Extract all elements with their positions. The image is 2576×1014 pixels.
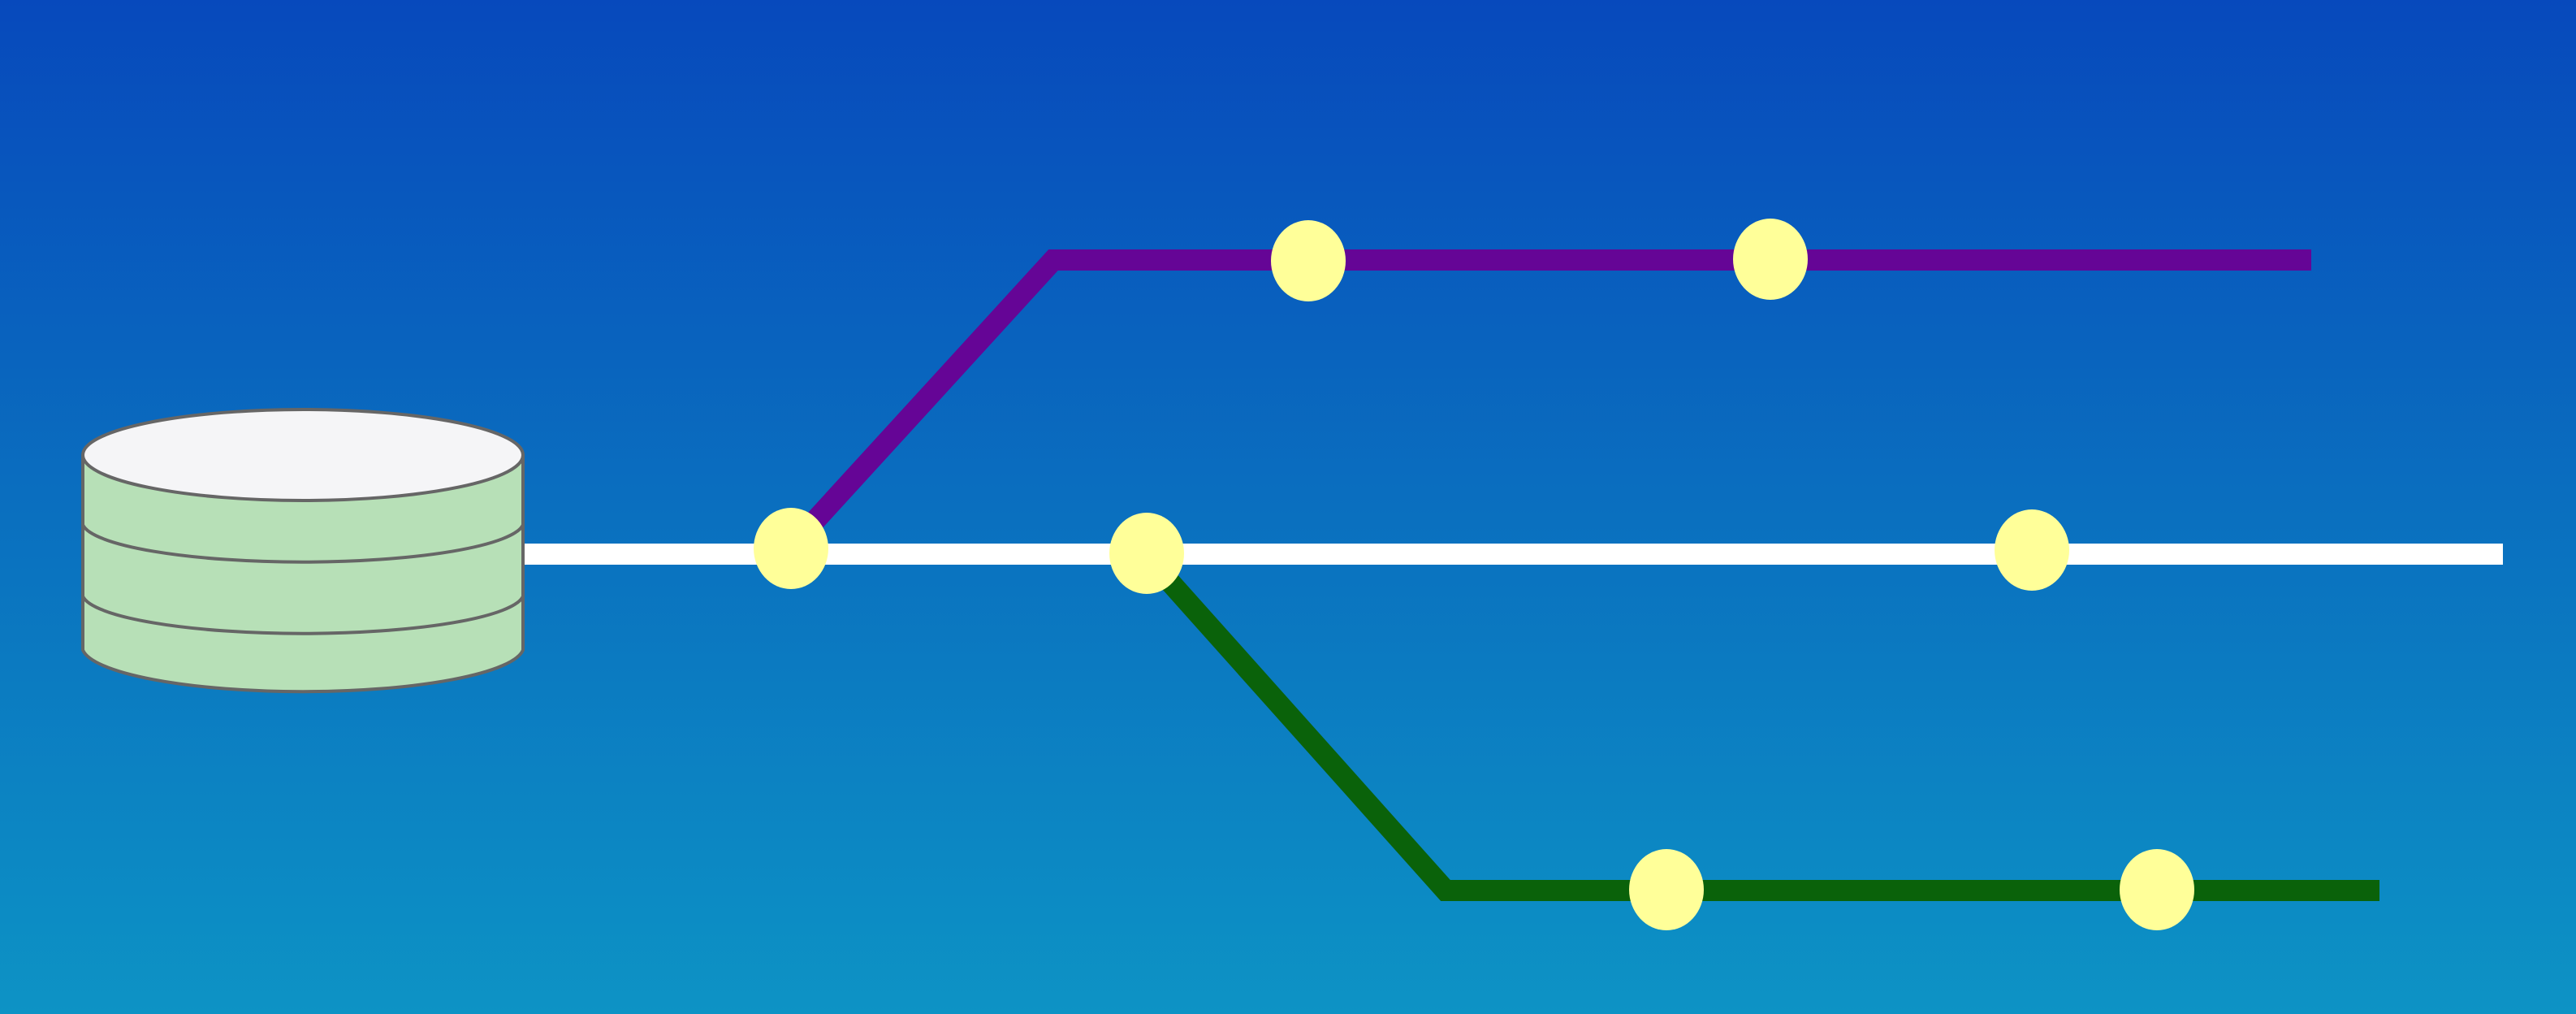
commit-node[interactable] <box>1629 849 1704 930</box>
commit-node[interactable] <box>1733 219 1808 300</box>
branch-line-lower <box>1137 547 2379 901</box>
branch-line-upper <box>784 249 2311 553</box>
commit-node[interactable] <box>2120 849 2194 930</box>
commit-node[interactable] <box>754 508 828 589</box>
commit-node[interactable] <box>1109 513 1184 594</box>
commit-node[interactable] <box>1271 220 1346 301</box>
commit-node[interactable] <box>1995 509 2069 591</box>
database-icon <box>81 408 525 694</box>
